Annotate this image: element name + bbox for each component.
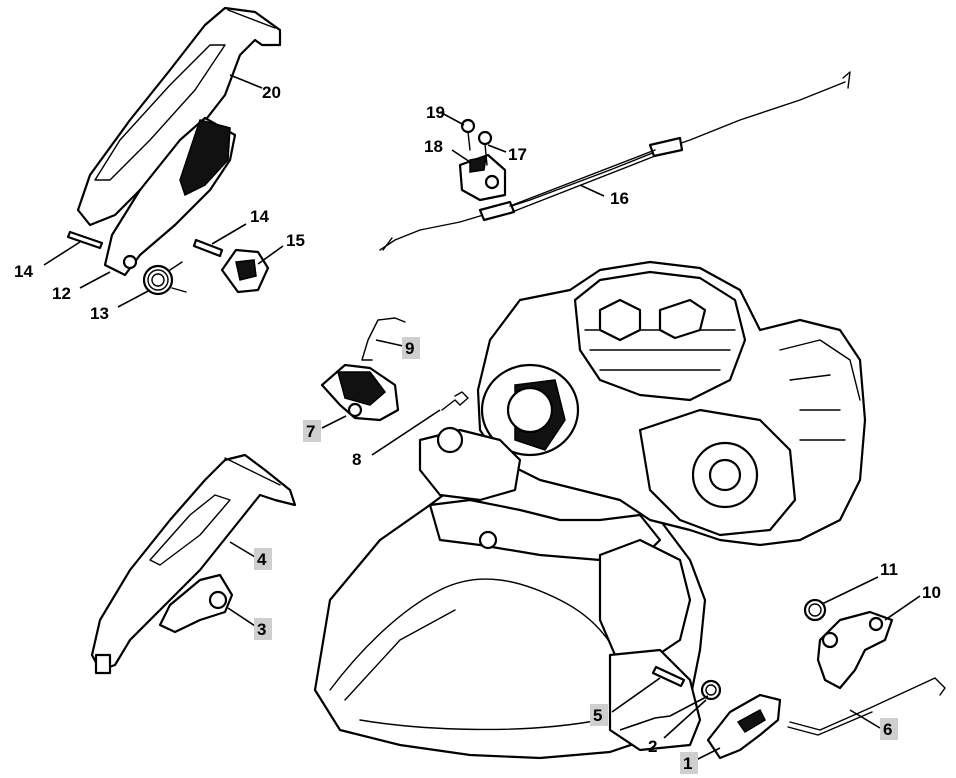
part-10-lever [816,610,894,690]
part-18-screw [477,130,493,166]
part-11-spring [803,598,827,622]
part-7-switch [320,363,400,422]
part-2-spring [700,679,722,701]
callout-1: 1 [680,752,698,774]
part-14-pin-left [66,230,104,250]
part-5-pin [651,665,686,688]
svg-text:17: 17 [508,145,527,164]
callout-17: 18 [424,137,443,156]
svg-text:11: 11 [880,560,898,579]
callout-15: 15 [286,231,305,250]
svg-text:13: 13 [90,304,109,323]
callout-11: 11 [880,560,898,579]
svg-text:8: 8 [352,450,361,469]
part-1-trigger [706,693,782,760]
svg-text:19: 19 [426,103,445,122]
svg-text:14: 14 [14,262,33,281]
part-16-cable [379,71,851,251]
svg-text:14: 14 [250,207,269,226]
svg-text:3: 3 [257,620,266,639]
part-4-rear-handle [90,453,297,675]
part-13-spring [142,261,187,296]
part-17-clamp [458,153,507,202]
svg-text:7: 7 [306,422,315,441]
svg-text:16: 16 [610,189,629,208]
part-15-lever [220,248,270,294]
svg-text:2: 2 [648,737,657,756]
callout-10: 10 [922,583,941,602]
svg-text:6: 6 [883,720,892,739]
svg-text:9: 9 [405,339,414,358]
callout-16: 16 [610,189,629,208]
part-6-rod [787,677,946,736]
callout-6: 6 [880,718,898,740]
part-19-screw [460,118,476,151]
callout-14-right: 14 [250,207,269,226]
svg-text:1: 1 [683,754,692,773]
callout-2: 2 [648,737,657,756]
part-12-cover [103,116,237,277]
svg-text:18: 18 [424,137,443,156]
part-9-wire [361,317,406,361]
svg-text:12: 12 [52,284,71,303]
callout-13: 13 [90,304,109,323]
callout-9: 9 [402,337,420,359]
callout-8: 8 [352,450,361,469]
callout-5: 5 [590,704,608,726]
svg-text:15: 15 [286,231,305,250]
svg-text:4: 4 [257,550,267,569]
svg-text:5: 5 [593,706,602,725]
callout-4: 4 [254,548,272,570]
part-3-lockout [158,573,234,634]
part-14-pin-right [192,238,224,258]
engine-housing [313,260,867,760]
callout-19: 19 [426,103,445,122]
callout-3: 3 [254,618,272,640]
callout-7: 7 [303,420,321,442]
part-8-clip [441,391,469,411]
callout-14-left: 14 [14,262,33,281]
callout-18: 17 [508,145,527,164]
callout-20: 20 [262,83,281,102]
callout-12: 12 [52,284,71,303]
leaders [43,74,921,761]
svg-text:20: 20 [262,83,281,102]
svg-text:10: 10 [922,583,941,602]
